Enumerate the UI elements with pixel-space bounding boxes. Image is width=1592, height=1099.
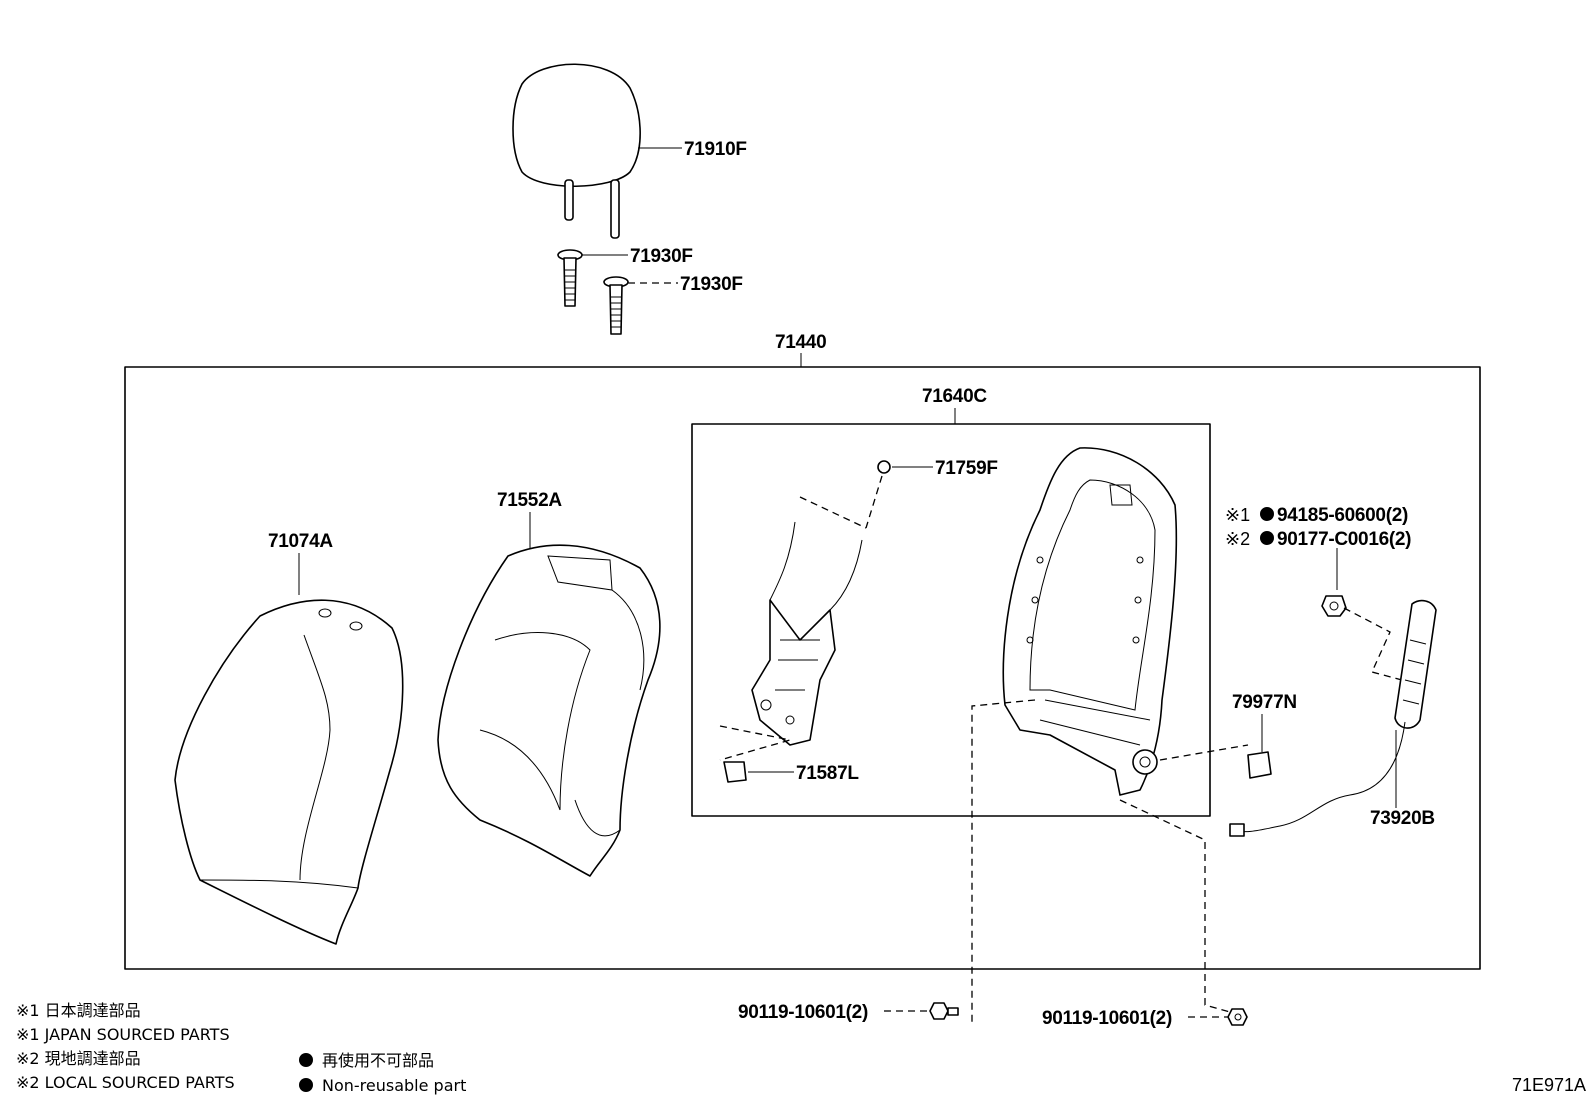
label-clip: 71587L [796,763,859,784]
non-reusable-mark-2 [1260,531,1274,545]
drawing-code: 71E971A [1512,1075,1586,1095]
label-bolt-left: 90119-10601(2) [738,1002,868,1023]
legend-en: Non-reusable part [322,1076,466,1095]
nut-71759F[interactable] [877,460,933,474]
note-local-en: ※2 LOCAL SOURCED PARTS [16,1073,235,1092]
headrest-support-2[interactable] [603,276,678,335]
label-pad: 71074A [268,531,333,552]
marker-local: ※2 [1225,529,1250,549]
headrest-support-1[interactable] [557,249,628,307]
note-japan-jp: ※1 日本調達部品 [16,1001,141,1020]
label-nut-local: 90177-C0016(2) [1277,529,1411,550]
label-headrest-support-2: 71930F [680,274,743,295]
bolt-left[interactable] [929,1002,959,1020]
frame-subassembly-box [691,423,1211,817]
clip-71587L[interactable] [723,761,794,783]
label-frame-assy: 71640C [922,386,987,407]
side-airbag-assy[interactable] [1229,599,1437,837]
seat-back-pad[interactable] [174,599,404,945]
label-assembly: 71440 [775,332,826,353]
label-nut: 71759F [935,458,998,479]
label-headrest-support-1: 71930F [630,246,693,267]
legend-jp: 再使用不可部品 [322,1051,434,1070]
bolt-right[interactable] [1227,1008,1248,1026]
non-reusable-mark-1 [1260,507,1274,521]
headrest[interactable] [512,63,682,239]
note-local-jp: ※2 現地調達部品 [16,1049,141,1068]
legend-dot-icon [299,1053,313,1067]
seat-back-cover[interactable] [437,544,661,877]
marker-japan: ※1 [1225,505,1250,525]
label-headrest: 71910F [684,139,747,160]
note-japan-en: ※1 JAPAN SOURCED PARTS [16,1025,230,1044]
label-cover: 71552A [497,490,562,511]
label-sticker: 79977N [1232,692,1297,713]
label-airbag: 73920B [1370,808,1435,829]
nut-side-airbag[interactable] [1321,595,1347,617]
label-nut-japan: 94185-60600(2) [1277,505,1408,526]
sticker-79977N[interactable] [1247,751,1272,779]
label-bolt-right: 90119-10601(2) [1042,1008,1172,1029]
wire-bracket[interactable] [751,496,867,746]
assembly-box [124,366,1481,970]
seat-back-frame[interactable] [1002,447,1178,796]
legend-dot-icon-2 [299,1078,313,1092]
